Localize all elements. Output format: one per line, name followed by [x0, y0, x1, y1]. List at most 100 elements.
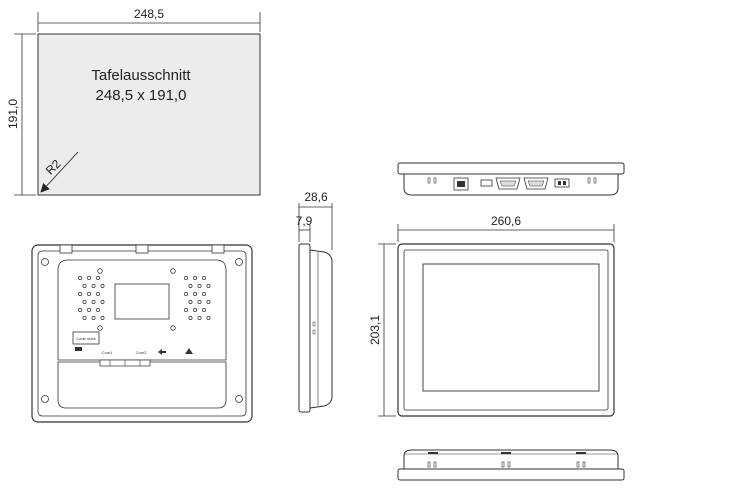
- front-display: [422, 263, 600, 392]
- cutout-title: Tafelausschnitt: [91, 67, 191, 84]
- vent-hole-icon: [91, 316, 96, 320]
- vent-hole-icon: [197, 316, 202, 320]
- mount-hole-icon: [97, 268, 103, 274]
- vent-hole-icon: [197, 300, 202, 304]
- side-front-label: 7,9: [296, 214, 313, 228]
- power-terminal-pin: [563, 181, 566, 185]
- power-icon: [75, 347, 82, 351]
- vent-hole-icon: [206, 316, 211, 320]
- vent-hole-icon: [78, 292, 82, 296]
- panel-cutout: 248,5 191,0 Tafelausschnitt 248,5 x 191,…: [6, 7, 261, 196]
- bottom-slot: [582, 461, 586, 468]
- radius-leader-arrow: [40, 151, 79, 193]
- top-view: [397, 162, 625, 196]
- vent-hole-icon: [193, 292, 197, 296]
- bottom-slot: [576, 461, 580, 468]
- bottom-housing: [403, 449, 619, 470]
- vent-hole-icon: [82, 300, 87, 304]
- top-slot: [427, 177, 431, 184]
- rear-housing-cover: [57, 259, 227, 361]
- vent-hole-icon: [193, 308, 197, 312]
- vent-hole-icon: [100, 284, 105, 288]
- rear-label-plate: [72, 331, 100, 345]
- vent-hole-icon: [96, 276, 100, 280]
- top-slot: [433, 177, 437, 184]
- bottom-front-bezel: [397, 468, 625, 481]
- vent-hole-icon: [78, 276, 82, 280]
- vent-hole-icon: [197, 284, 202, 288]
- cutout-height-label: 191,0: [6, 99, 20, 129]
- side-slot: [312, 321, 316, 327]
- vent-hole-icon: [91, 284, 96, 288]
- top-slot: [593, 177, 597, 184]
- screw-icon: [235, 395, 243, 403]
- rear-clip-right: [211, 244, 225, 254]
- bottom-clip: [576, 452, 586, 454]
- rear-clip-left: [59, 244, 73, 254]
- vent-hole-icon: [188, 300, 193, 304]
- vent-hole-icon: [87, 276, 91, 280]
- vent-hole-icon: [87, 292, 91, 296]
- vent-hole-icon: [82, 316, 87, 320]
- rear-label-plate-text: Code mark: [76, 336, 96, 341]
- front-height-label: 203,1: [368, 315, 382, 345]
- bottom-slot: [427, 461, 431, 468]
- side-housing: [309, 249, 333, 409]
- mount-hole-icon: [170, 325, 176, 331]
- ethernet-port-jack: [457, 181, 465, 187]
- vent-hole-icon: [206, 300, 211, 304]
- front-width-label: 260,6: [491, 214, 521, 228]
- mount-hole-icon: [170, 268, 176, 274]
- bottom-clip: [501, 452, 511, 454]
- rear-clip-center: [135, 244, 149, 254]
- vent-hole-icon: [82, 284, 87, 288]
- side-view: 28,6 7,9: [296, 190, 333, 413]
- rear-port-label-2: Com2: [136, 350, 147, 355]
- rear-port-label-1: Com1: [102, 350, 113, 355]
- mount-hole-icon: [97, 325, 103, 331]
- vent-hole-icon: [100, 300, 105, 304]
- front-inner-bezel: [403, 249, 609, 411]
- bottom-clip: [428, 452, 438, 454]
- vent-hole-icon: [91, 300, 96, 304]
- side-slot: [312, 329, 316, 335]
- vent-hole-icon: [184, 292, 188, 296]
- screw-icon: [235, 258, 243, 266]
- usb-icon: [158, 349, 166, 355]
- vent-hole-icon: [188, 316, 193, 320]
- vent-hole-icon: [206, 284, 211, 288]
- ground-icon: [185, 348, 193, 354]
- top-front-bezel: [397, 162, 625, 175]
- bottom-slot: [501, 461, 505, 468]
- vent-hole-icon: [96, 292, 100, 296]
- vent-hole-icon: [202, 308, 206, 312]
- vent-hole-icon: [202, 292, 206, 296]
- vent-hole-icon: [87, 308, 91, 312]
- cutout-width-label: 248,5: [134, 7, 164, 21]
- bottom-slot: [433, 461, 437, 468]
- vent-hole-icon: [100, 316, 105, 320]
- bottom-slot: [507, 461, 511, 468]
- vent-grid-right: [184, 276, 211, 320]
- vent-hole-icon: [184, 276, 188, 280]
- rear-connector-bay: [57, 361, 227, 409]
- vent-hole-icon: [96, 308, 100, 312]
- vent-hole-icon: [184, 308, 188, 312]
- vent-hole-icon: [78, 308, 82, 312]
- screw-icon: [41, 395, 49, 403]
- serial-port-1-pins: [499, 180, 517, 187]
- cutout-rect: [37, 33, 261, 196]
- rear-view: Code mark Com1 Com2: [31, 244, 253, 423]
- screw-icon: [41, 258, 49, 266]
- bottom-view: [397, 449, 625, 481]
- side-depth-label: 28,6: [304, 190, 328, 204]
- vent-hole-icon: [193, 276, 197, 280]
- power-terminal-pin: [558, 181, 561, 185]
- serial-port-2-pins: [527, 180, 545, 187]
- rear-center-plate: [114, 283, 170, 320]
- vent-hole-icon: [202, 276, 206, 280]
- cutout-size: 248,5 x 191,0: [96, 87, 187, 104]
- vent-grid-left: [78, 276, 105, 320]
- usb-port-icon: [480, 179, 493, 187]
